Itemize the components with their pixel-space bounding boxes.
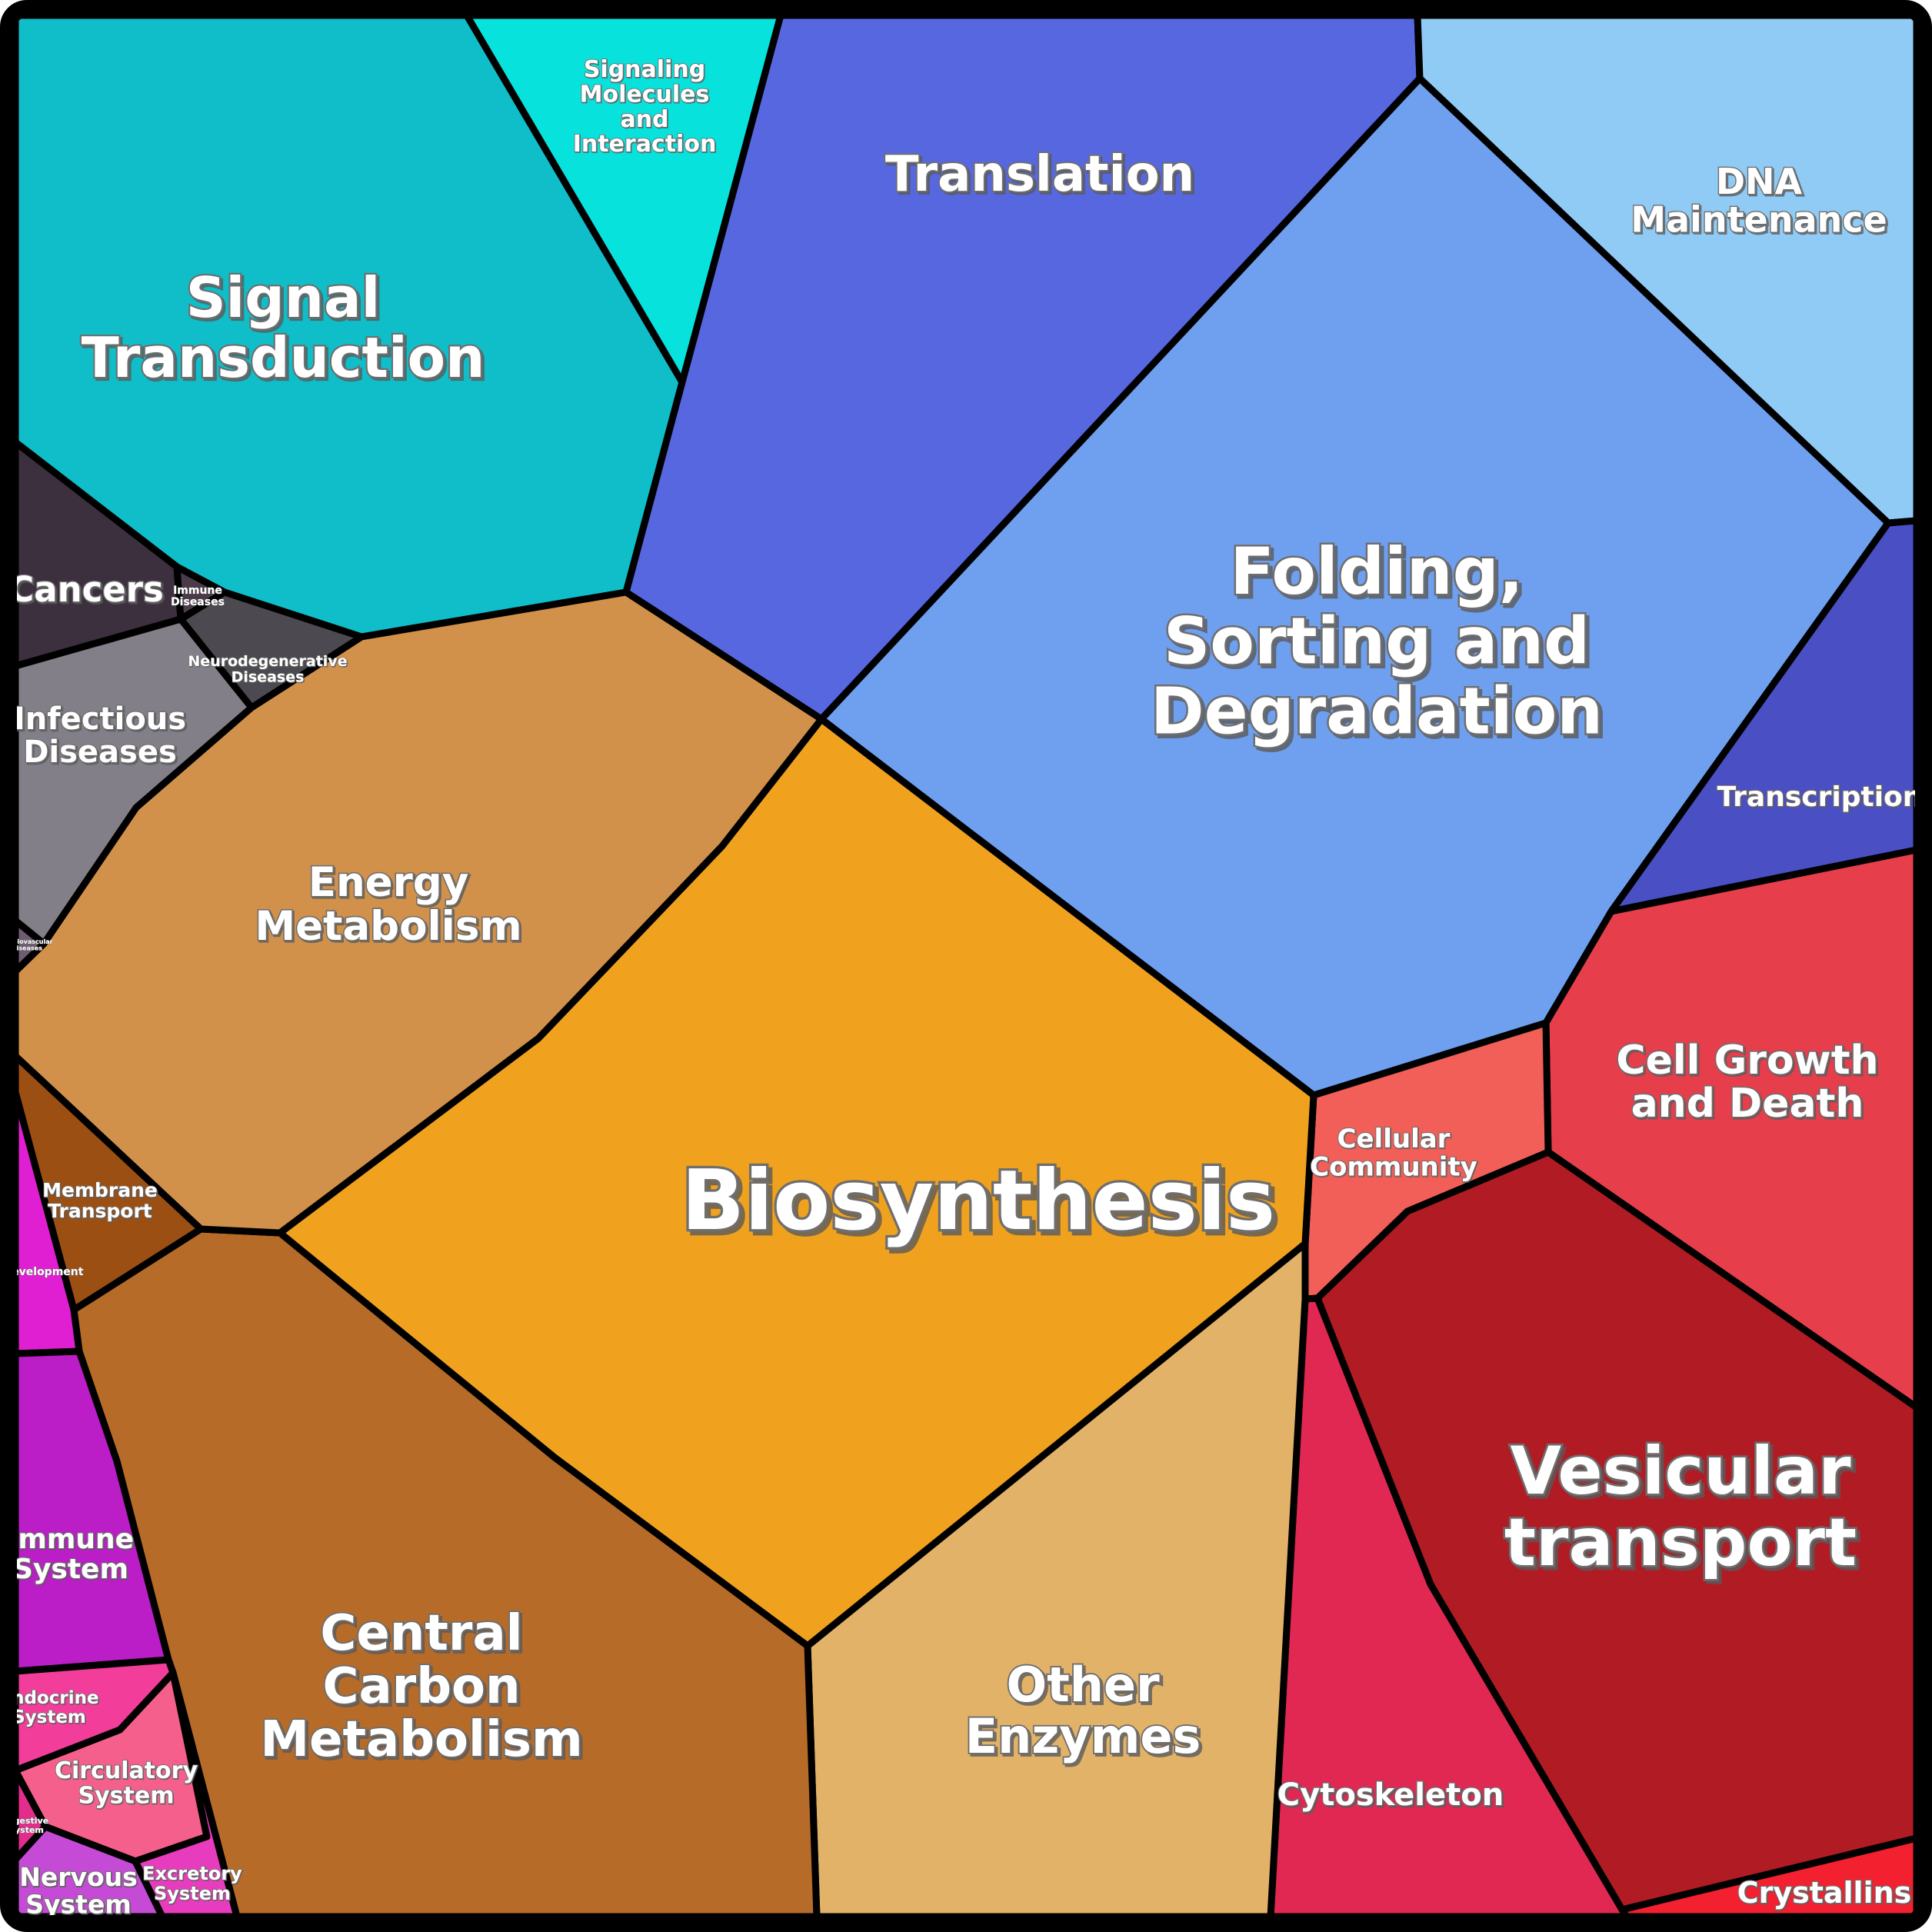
region-excretory-system[interactable] — [132, 1669, 241, 1920]
label-translation: Translation — [885, 146, 1194, 203]
label-crystallins: Crystallins — [1737, 1876, 1912, 1910]
label-cancers: Cancers — [8, 569, 164, 610]
label-cytoskeleton: Cytoskeleton — [1277, 1777, 1504, 1813]
label-development: Development — [3, 1266, 84, 1278]
label-transcription: Transcription — [1717, 781, 1923, 813]
label-biosynthesis: Biosynthesis — [681, 1153, 1275, 1249]
